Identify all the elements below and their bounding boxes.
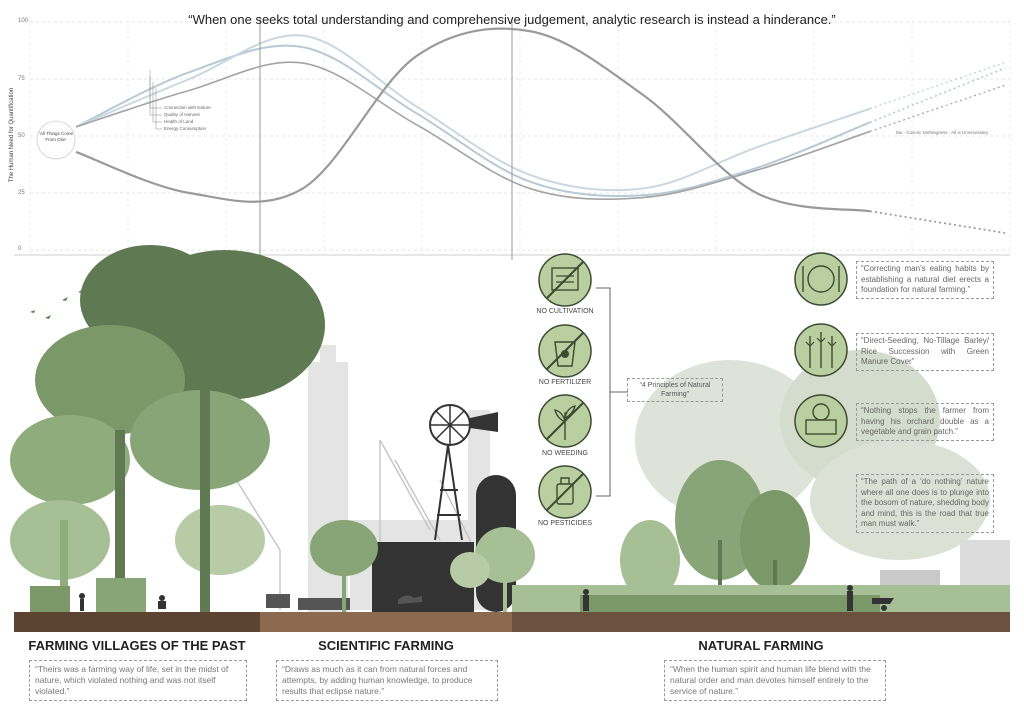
section-quote-past: “Theirs was a farming way of life, set i… — [29, 660, 247, 701]
series-line-1 — [75, 34, 871, 192]
quantification-chart — [14, 18, 1011, 260]
series-line-0 — [75, 44, 871, 198]
principles-bracket — [596, 287, 628, 497]
series-extension-0 — [869, 67, 1006, 124]
soil-scientific — [260, 612, 512, 632]
series-line-2 — [75, 61, 871, 201]
principle-label-weeding: NO WEEDING — [542, 450, 588, 457]
side-quote-grain: “Direct-Seeding, No-Tillage Barley/ Rice… — [856, 333, 994, 371]
natural-diet-icon — [794, 252, 848, 306]
y-tick-50: 50 — [18, 133, 25, 139]
legend-leader-1 — [149, 76, 162, 116]
soil-past — [14, 612, 260, 632]
no-cultivation-icon — [538, 253, 592, 307]
grain-icon — [794, 323, 848, 377]
principle-label-pesticides: NO PESTICIDES — [537, 520, 593, 527]
y-tick-75: 75 — [18, 76, 25, 82]
no-fertilizer-icon — [538, 324, 592, 378]
legend-harvest: Quality of Harvest — [164, 112, 200, 117]
path-quote: “The path of a ‘do nothing’ nature where… — [856, 474, 994, 533]
legend-leader-lines — [149, 70, 162, 130]
natural-trees — [512, 350, 1010, 612]
section-quote-scientific: “Draws as much as it can from natural fo… — [276, 660, 498, 701]
no-weeding-icon — [538, 394, 592, 448]
past-trees — [10, 245, 325, 612]
side-quote-diet: “Correcting man’s eating habits by estab… — [856, 261, 994, 299]
y-tick-0: 0 — [18, 246, 22, 252]
all-things-circle — [36, 120, 76, 160]
soil-natural — [512, 612, 1010, 632]
y-tick-25: 25 — [18, 190, 25, 196]
legend-connection: Connection with Nature — [164, 105, 211, 110]
no-pesticides-icon — [538, 465, 592, 519]
legend-land: Health of Land — [164, 119, 194, 124]
legend-energy: Energy Consumption — [164, 126, 207, 131]
mu-note: Mu - Cosmic Nothingness - All is Unneces… — [896, 130, 989, 135]
section-title-past: FARMING VILLAGES OF THE PAST — [28, 638, 246, 653]
chart-series — [75, 27, 1006, 234]
principles-title: “4 Principles of Natural Farming” — [627, 378, 723, 402]
legend-leader-2 — [152, 82, 162, 123]
orchard-icon — [794, 394, 848, 448]
y-tick-100: 100 — [18, 18, 29, 24]
principle-label-cultivation: NO CULTIVATION — [536, 308, 594, 315]
section-title-scientific: SCIENTIFIC FARMING — [318, 638, 454, 653]
series-extension-1 — [869, 61, 1006, 110]
top-quote: “When one seeks total understanding and … — [188, 12, 836, 27]
legend-leader-3 — [155, 88, 162, 130]
section-title-natural: NATURAL FARMING — [698, 638, 824, 653]
birds — [30, 289, 84, 319]
farmer-figures — [79, 585, 894, 611]
principle-label-fertilizer: NO FERTILIZER — [538, 379, 592, 386]
series-line-3 — [75, 27, 871, 213]
scientific-silhouettes — [266, 404, 535, 612]
series-extension-2 — [869, 84, 1006, 133]
section-quote-natural: “When the human spirit and human life bl… — [664, 660, 886, 701]
side-quote-orchard: “Nothing stops the farmer from having hi… — [856, 403, 994, 441]
all-things-label: ‘All Things Come From One’ — [39, 131, 73, 142]
